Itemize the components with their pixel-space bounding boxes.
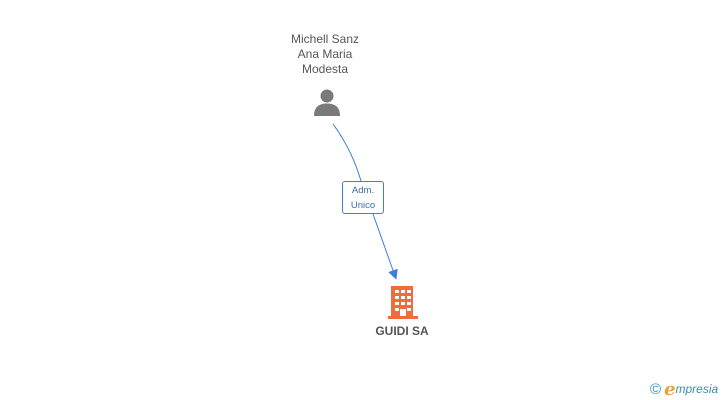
relation-label-line-2: Unico: [350, 200, 376, 211]
relation-label[interactable]: Adm. Unico: [342, 181, 384, 214]
brand-name: mpresia: [675, 382, 719, 396]
building-icon[interactable]: [388, 285, 420, 319]
brand-initial: e: [664, 378, 676, 400]
person-icon[interactable]: [311, 87, 343, 119]
person-name-line-3: Modesta: [301, 62, 349, 76]
relation-edge-arrow: [372, 213, 398, 280]
copyright-symbol: ©: [650, 380, 662, 398]
person-name-line-1: Michell Sanz: [290, 32, 360, 46]
relation-edge-line: [332, 123, 362, 182]
company-name[interactable]: GUIDI SA: [375, 324, 429, 338]
person-name-line-2: Ana Maria: [297, 47, 353, 61]
relation-label-line-1: Adm.: [351, 185, 375, 196]
brand-logo[interactable]: © e mpresia: [650, 378, 719, 400]
person-name[interactable]: Michell Sanz Ana Maria Modesta: [264, 32, 386, 77]
